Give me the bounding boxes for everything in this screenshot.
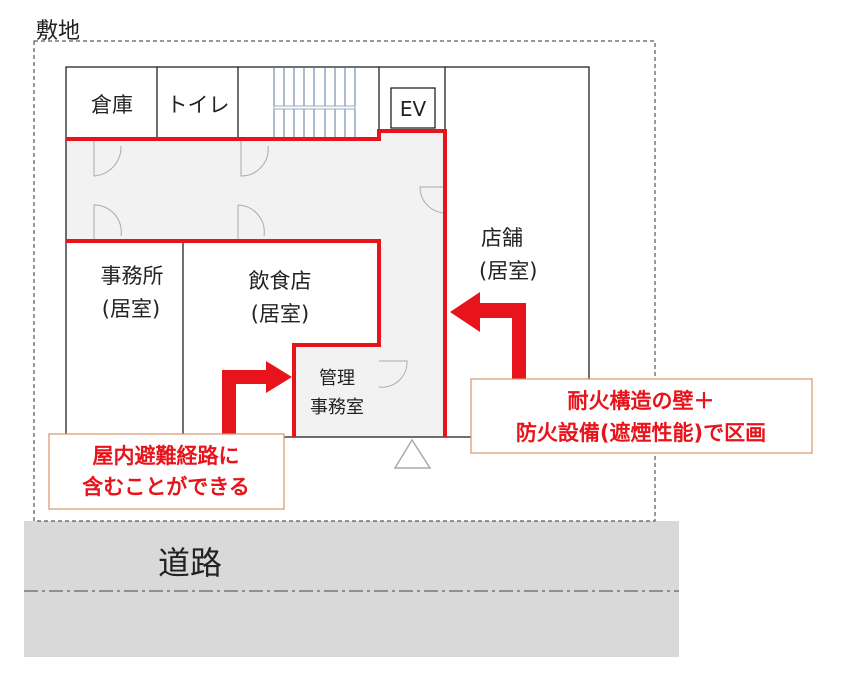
arrow-left-icon: [450, 292, 526, 380]
stairs: [273, 68, 356, 138]
callout-left-line2: 含むことができる: [82, 475, 250, 499]
corridor: [66, 131, 445, 437]
door-swings: [93, 140, 445, 388]
entrance-marker: [393, 438, 432, 469]
callout-left-line1: 屋内避難経路に: [93, 444, 240, 468]
callout-right-line2: 防火設備(遮煙性能)で区画: [516, 421, 766, 445]
room-label-restaurant: 飲食店: [249, 269, 312, 293]
callout-right-box: [470, 378, 813, 454]
room-label-ev: EV: [400, 97, 427, 121]
fire-walls: [66, 129, 447, 437]
room-label-shop-sub: (居室): [479, 259, 537, 283]
site-label: 敷地: [36, 19, 80, 44]
callout-right-line1: 耐火構造の壁＋: [568, 389, 715, 413]
building-walls: [65, 66, 590, 438]
room-label-office-sub: (居室): [102, 297, 160, 321]
room-label-shop: 店舗: [481, 226, 523, 250]
arrow-right-icon: [222, 361, 292, 437]
site-boundary: [33, 40, 656, 522]
room-label-mgmt-sub: 事務室: [310, 397, 364, 418]
room-label-storage: 倉庫: [91, 93, 133, 117]
road-label: 道路: [158, 544, 222, 582]
road: [24, 521, 679, 657]
callout-left-box: [48, 433, 285, 510]
room-label-toilet: トイレ: [167, 93, 230, 117]
room-label-office: 事務所: [101, 264, 164, 288]
room-label-restaurant-sub: (居室): [251, 302, 309, 326]
elevator: [390, 87, 436, 129]
room-label-mgmt: 管理: [319, 368, 355, 389]
